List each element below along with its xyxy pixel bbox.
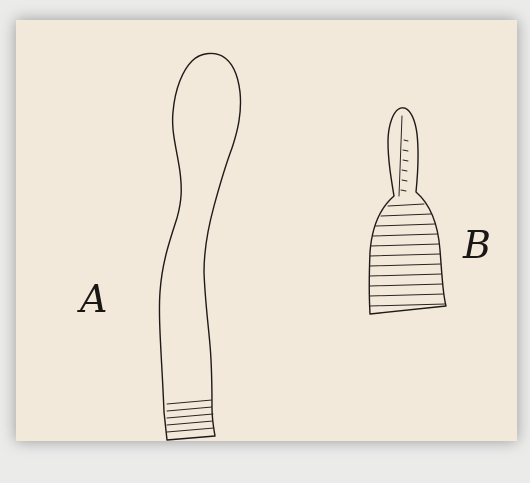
- label-a: A: [80, 280, 107, 318]
- specimen-b-stripe: [399, 116, 402, 196]
- specimen-b-outline: [369, 108, 446, 314]
- label-b: B: [463, 226, 491, 264]
- specimen-b-stipple: [401, 140, 408, 191]
- specimen-b: [369, 108, 446, 314]
- specimen-a: [159, 53, 240, 440]
- specimen-a-outline: [159, 53, 240, 440]
- specimen-a-bands: [167, 400, 214, 432]
